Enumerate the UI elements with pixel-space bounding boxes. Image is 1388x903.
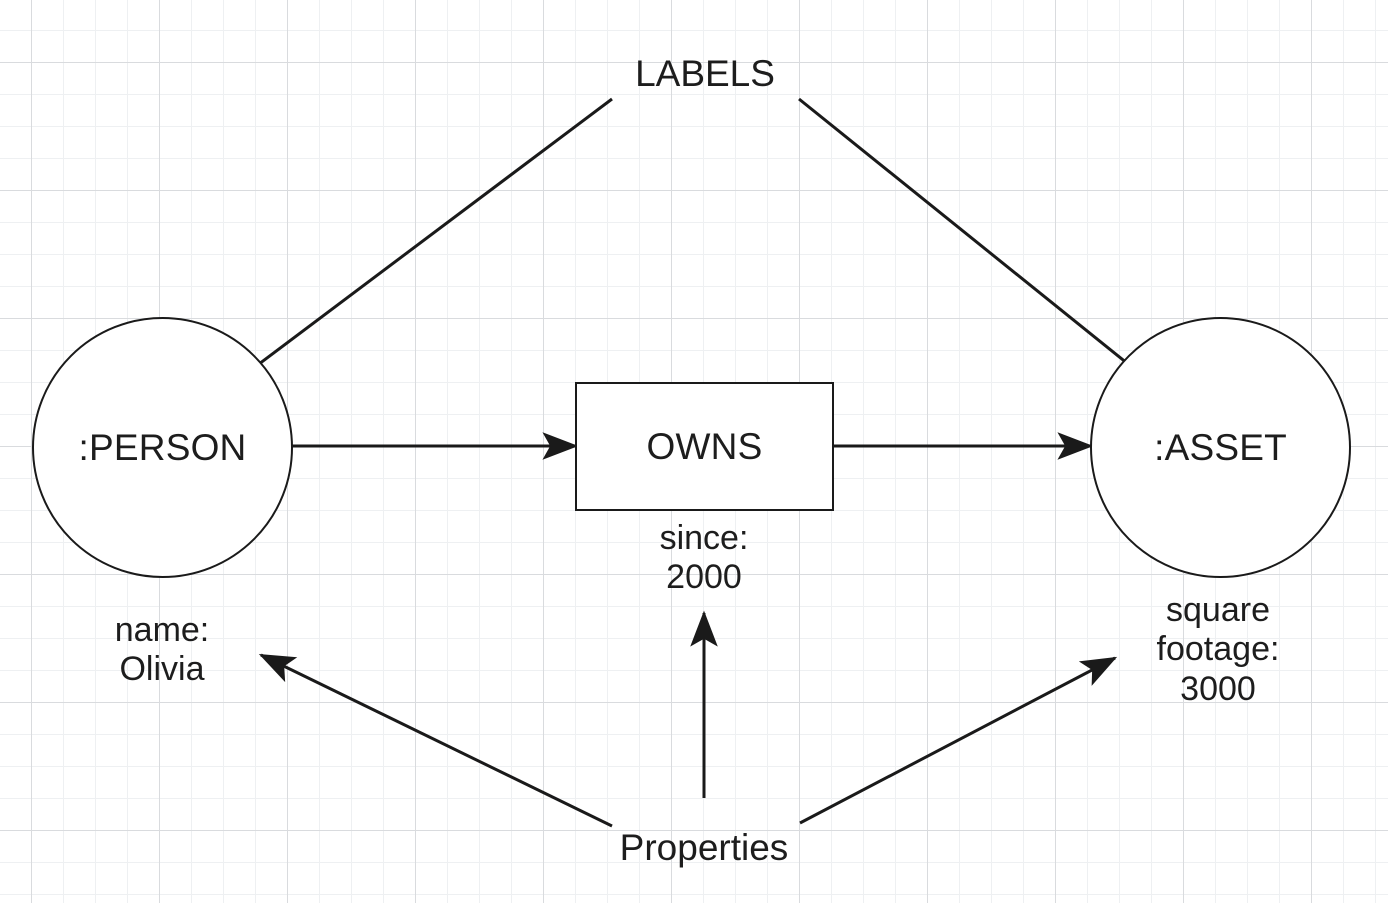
node-person[interactable]: :PERSON xyxy=(32,317,293,578)
asset-property-text: square footage: 3000 xyxy=(1156,591,1280,708)
annotation-arrow-properties-to-asset-property xyxy=(799,656,1118,825)
labels-annotation-text: LABELS xyxy=(635,53,775,94)
annotation-arrow-properties-to-person-property xyxy=(258,653,613,828)
annotation-arrow-labels-to-asset xyxy=(798,97,1186,411)
node-owns[interactable]: OWNS xyxy=(575,382,834,511)
node-person-label: :PERSON xyxy=(78,426,247,468)
annotation-arrow-labels-to-person xyxy=(197,97,613,411)
node-asset-label: :ASSET xyxy=(1154,426,1287,468)
person-property-text: name: Olivia xyxy=(114,611,210,689)
owns-property-text: since: 2000 xyxy=(659,519,749,597)
properties-annotation-text: Properties xyxy=(619,827,789,868)
labels-annotation: LABELS xyxy=(555,53,855,95)
node-asset[interactable]: :ASSET xyxy=(1090,317,1351,578)
node-owns-label: OWNS xyxy=(646,425,763,467)
properties-annotation: Properties xyxy=(554,827,854,869)
